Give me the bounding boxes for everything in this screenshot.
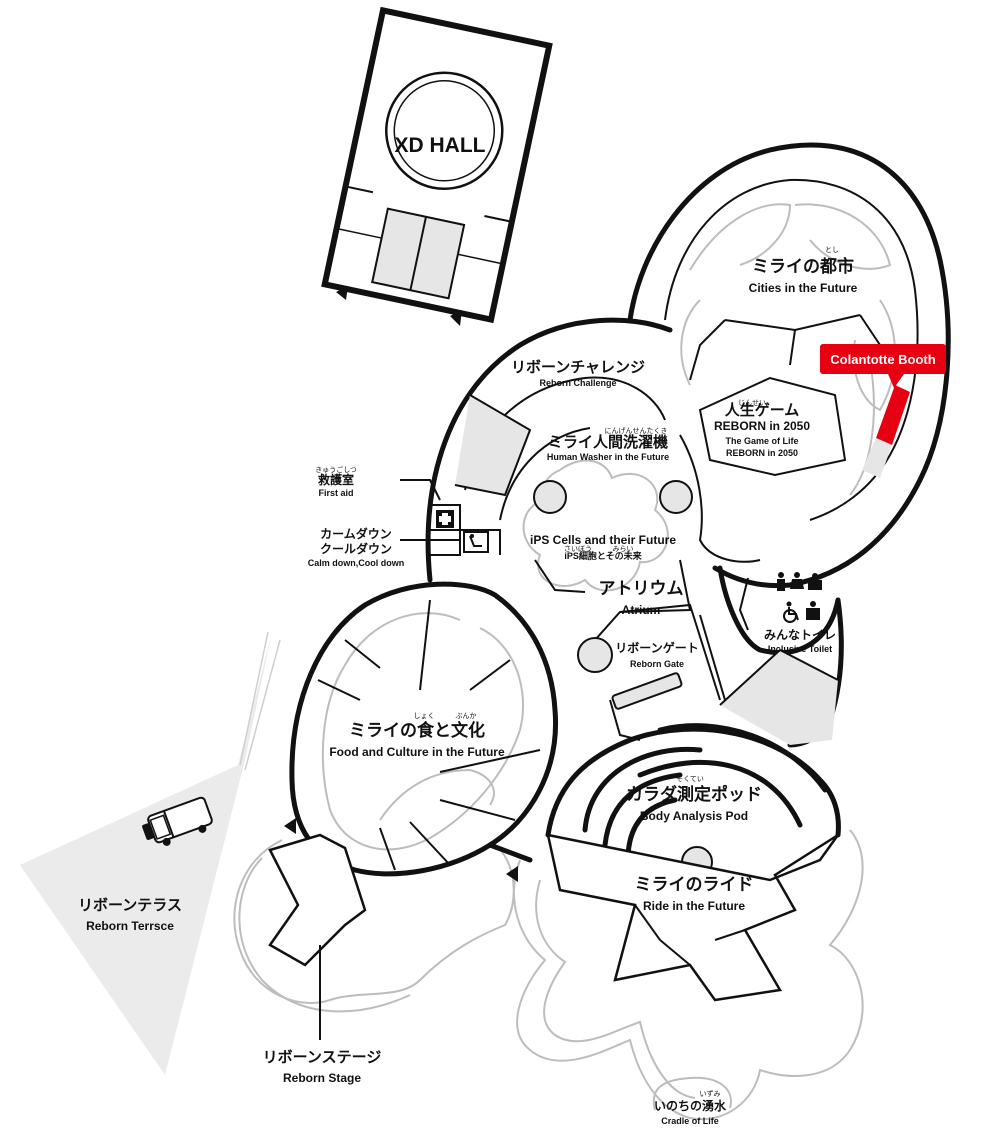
human-washer-ruby: にんげんせんたくき (605, 426, 668, 435)
reborn-challenge-jp-label: リボーンチャレンジ (511, 358, 645, 376)
food-en-label: Food and Culture in the Future (329, 745, 505, 759)
body-pod-en-label: Body Analysis Pod (640, 809, 748, 823)
ips-ruby2: みらい (613, 545, 634, 553)
wheelchair-icon (783, 601, 799, 623)
human-washer-jp-label: ミライ人間洗濯機 (548, 433, 668, 451)
first-aid-en-label: First aid (318, 488, 353, 498)
ostomate-icon (806, 601, 820, 620)
cities-jp-label: ミライの都市 (752, 256, 854, 277)
terrace-en-label: Reborn Terrsce (86, 919, 174, 933)
calm-down-icon (463, 531, 489, 553)
ips-ruby: さいぼう (564, 545, 592, 553)
entrance-arrow-icon (284, 818, 296, 834)
ips-en-label: iPS Cells and their Future (530, 533, 676, 547)
ips-jp-label: iPS細胞とその未来 (564, 550, 642, 561)
atrium-zone[interactable] (425, 317, 844, 748)
spring-ruby: いずみ (700, 1089, 721, 1098)
spring-en-label: Cradle of Life (661, 1116, 719, 1126)
life-game-jp-label: 人生ゲーム (725, 401, 800, 419)
body-pod-zone[interactable] (545, 723, 841, 1002)
terrace-jp-label: リボーンテラス (78, 896, 182, 914)
spring-jp-label: いのちの湧水 (654, 1098, 727, 1113)
golf-cart-icon (142, 796, 213, 846)
xd-hall-label: XD HALL (395, 134, 486, 157)
food-jp-label: ミライの食と文化 (349, 720, 485, 741)
calm-down-jp-line1: カームダウン (320, 526, 392, 541)
xd-hall-building[interactable] (321, 6, 553, 324)
toilet-en-label: Inclusive Toilet (768, 644, 832, 654)
restroom-icon (777, 572, 804, 591)
cities-en-label: Cities in the Future (749, 281, 858, 295)
first-aid-room[interactable] (430, 504, 501, 556)
life-game-ruby: じんせい (738, 399, 766, 407)
calm-down-en-label: Calm down,Cool down (308, 558, 405, 568)
body-pod-jp-label: カラダ測定ポッド (626, 784, 762, 805)
colantotte-booth-marker[interactable]: Colantotte Booth (820, 344, 946, 388)
atrium-jp-label: アトリウム (599, 579, 684, 599)
calm-down-jp-line2: クールダウン (320, 541, 392, 556)
ride-jp-label: ミライのライド (635, 875, 754, 895)
booth-zone[interactable] (876, 385, 910, 445)
reborn-gate-jp-label: リボーンゲート (615, 640, 698, 655)
ride-en-label: Ride in the Future (643, 899, 745, 913)
food-ruby: しょく (414, 712, 435, 720)
human-washer-en-label: Human Washer in the Future (547, 452, 669, 462)
food-ruby2: ぶんか (456, 712, 477, 720)
life-game-en-line2: The Game of Life (725, 436, 798, 446)
entrance-arrow-icon (450, 310, 462, 326)
atrium-en-label: Atrium (622, 603, 661, 617)
cities-ruby: とし (825, 246, 839, 254)
booth-label: Colantotte Booth (830, 352, 935, 367)
entrance-arrow-icon (336, 286, 348, 300)
first-aid-ruby: きゅうごしつ (315, 465, 357, 474)
life-game-en-label: REBORN in 2050 (714, 419, 810, 433)
body-pod-ruby: そくてい (676, 775, 704, 783)
reborn-gate-en-label: Reborn Gate (630, 659, 684, 669)
entrance-arrow-icon (506, 866, 518, 882)
toilet-jp-label: みんなトイレ (764, 628, 836, 642)
baby-care-icon (808, 573, 822, 590)
reborn-challenge-en-label: Reborn Challenge (539, 378, 616, 388)
outer-grounds-outline (233, 829, 864, 1121)
reborn-stage[interactable] (268, 833, 367, 1040)
reborn-terrace-area[interactable] (20, 631, 281, 1075)
shaded-zone (862, 438, 892, 478)
food-culture-zone[interactable] (289, 581, 559, 877)
stage-en-label: Reborn Stage (283, 1071, 361, 1085)
first-aid-jp-label: 救護室 (318, 472, 354, 487)
life-game-en-line3: REBORN in 2050 (726, 448, 798, 458)
stage-jp-label: リボーンステージ (263, 1048, 382, 1066)
